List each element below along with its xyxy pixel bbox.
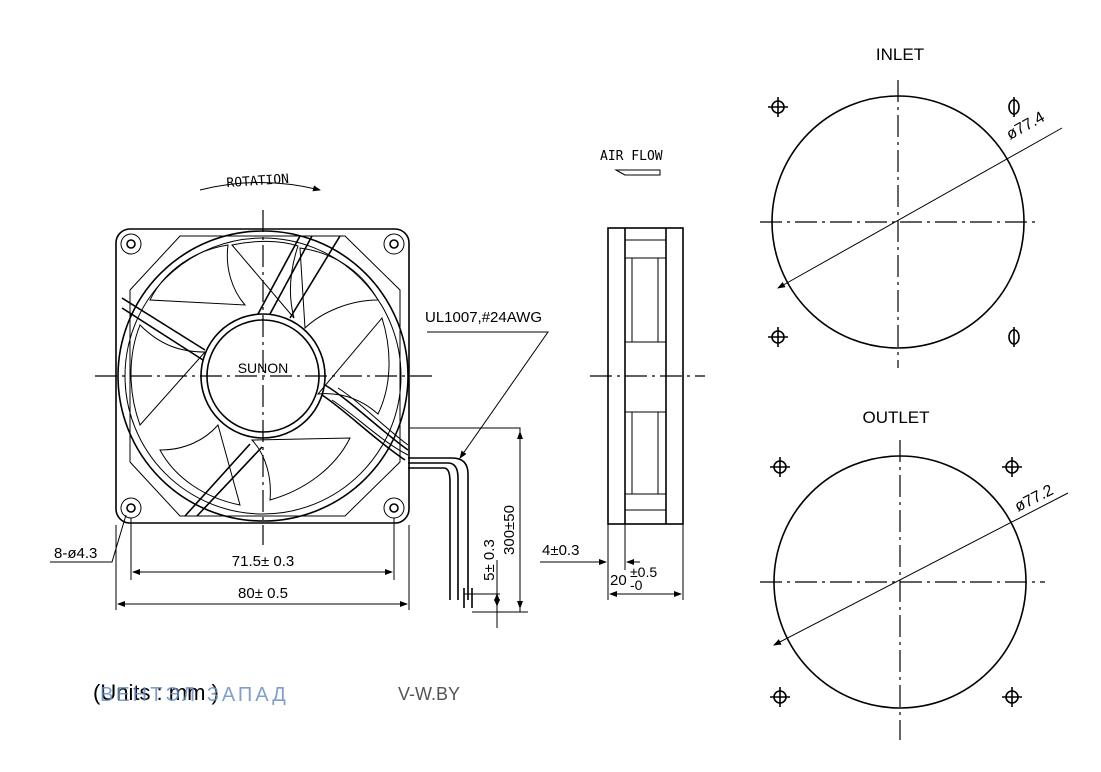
depth-tol-lower: -0 [630, 577, 643, 593]
rotation-label: ROTATION [226, 172, 290, 191]
depth-dim: 20 [610, 572, 627, 589]
lead-wires [408, 457, 473, 608]
strip-length-dim: 5± 0.3 [481, 539, 498, 581]
airflow-label: AIR FLOW [600, 149, 663, 164]
frame-size-dim: 80± 0.5 [238, 585, 288, 602]
watermark-right: V-W.BY [398, 684, 460, 704]
frame-inner-outline [129, 235, 401, 517]
mounting-hole-symbol-icon [768, 97, 1020, 347]
side-view: AIR FLOW 20 ±0.5 -0 4±0.3 [540, 149, 705, 600]
depth-tol-upper: ±0.5 [630, 564, 657, 580]
wire-spec-label: UL1007,#24AWG [425, 309, 542, 326]
lead-length-dim: 300±50 [501, 505, 518, 555]
hole-pitch-dim: 71.5± 0.3 [232, 553, 294, 570]
inlet-view: INLET ø77.4 [760, 45, 1063, 368]
hole-callout: 8-ø4.3 [54, 545, 97, 562]
units-note: (Units : mm ) [93, 680, 219, 705]
rib-dim: 4±0.3 [542, 542, 579, 559]
watermark-left: ВЕНТЭЛ ЗАПАД [100, 684, 289, 706]
outlet-mounting-symbols [770, 457, 1022, 707]
front-view: SUNON ROTATION UL1007,#24AWG [50, 172, 549, 628]
airflow-arrow-icon [614, 169, 661, 176]
inlet-diameter-dim: ø77.4 [1004, 109, 1048, 144]
rotation-arrow-icon [199, 182, 321, 192]
outlet-view: OUTLET ø77.2 [760, 408, 1069, 740]
outlet-title: OUTLET [862, 408, 929, 427]
inlet-title: INLET [876, 45, 924, 64]
mounting-holes [120, 233, 405, 519]
